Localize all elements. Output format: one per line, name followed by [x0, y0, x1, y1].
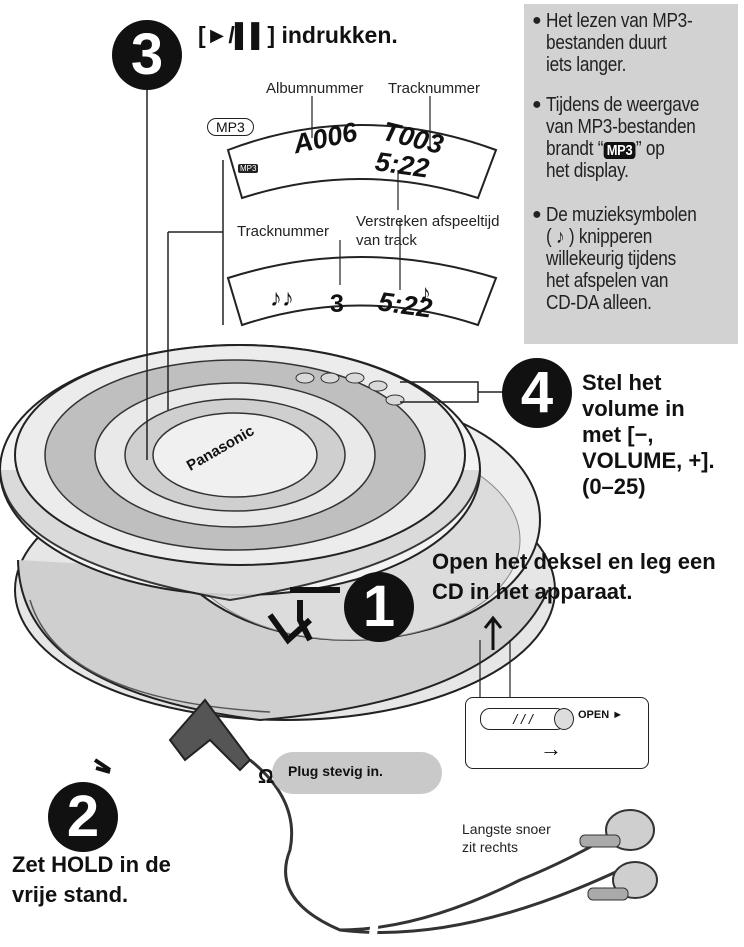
note-1-line-1: Het lezen van MP3- — [546, 10, 693, 32]
step-4-line-4: VOLUME, +]. — [582, 448, 715, 473]
step-3-instruction: [►/▌▌] indrukken. — [198, 22, 398, 48]
cord-label-line-2: zit rechts — [462, 839, 519, 855]
step-1-line-1: Open het deksel en leg een — [432, 549, 716, 574]
step-2-line-1: Zet HOLD in de — [12, 852, 171, 877]
mp3-tag: MP3 — [207, 118, 254, 136]
cord-label-line-1: Langste snoer — [462, 821, 551, 837]
step-3-number: 3 — [130, 22, 164, 87]
step-1-instruction: Open het deksel en leg een CD in het app… — [432, 547, 716, 607]
note-1-line-3: iets langer. — [546, 54, 627, 76]
cord-label: Langste snoer zit rechts — [462, 820, 551, 856]
step-4-line-2: volume in — [582, 396, 685, 421]
step-1-number: 1 — [362, 574, 396, 639]
headphone-icon: Ω — [258, 766, 275, 788]
step-4-badge: 4 — [502, 358, 572, 428]
step-4-line-5: (0–25) — [582, 474, 646, 499]
bullet-icon: ● — [532, 206, 542, 223]
label-tracknummer-1: Tracknummer — [388, 80, 480, 97]
notes-box: ● Het lezen van MP3- bestanden duurt iet… — [524, 4, 738, 344]
arrow-right-icon: → — [540, 736, 562, 761]
music-notes-icon: ♪♪ — [270, 285, 294, 312]
bullet-icon: ● — [532, 12, 542, 29]
step-4-line-1: Stel het — [582, 370, 662, 395]
music-note-icon: ♪ — [420, 280, 431, 305]
note-3-line-2: ( ♪ ) knipperen — [546, 226, 653, 248]
label-elapsed-line1: Verstreken afspeeltijd — [356, 213, 500, 230]
step-1-line-2: CD in het apparaat. — [432, 579, 633, 604]
note-1-line-2: bestanden duurt — [546, 32, 667, 54]
open-switch-panel: / / / OPEN ► → — [465, 697, 649, 769]
note-item-1: ● Het lezen van MP3- bestanden duurt iet… — [532, 10, 734, 76]
note-2-line-2: van MP3-bestanden — [546, 116, 696, 138]
step-4-line-3: met [−, — [582, 422, 654, 447]
note-item-3: ● De muzieksymbolen ( ♪ ) knipperen will… — [532, 204, 734, 314]
note-2-line-3a: brandt “ — [546, 138, 604, 160]
track-value-2: 3 — [330, 290, 344, 318]
mp3-badge: MP3 — [603, 142, 636, 159]
step-4-instruction: Stel het volume in met [−, VOLUME, +]. (… — [582, 370, 715, 500]
note-3-line-3: willekeurig tijdens — [546, 248, 676, 270]
label-albumnummer: Albumnummer — [266, 80, 364, 97]
open-label: OPEN ► — [578, 709, 624, 721]
step-2-badge: 2 — [48, 782, 118, 852]
note-3-line-1: De muzieksymbolen — [546, 204, 697, 226]
step-1-badge: 1 — [344, 572, 414, 642]
note-3-line-4: het afspelen van — [546, 270, 669, 292]
switch-knob — [554, 708, 574, 730]
step-2-instruction: Zet HOLD in de vrije stand. — [12, 850, 171, 910]
bullet-icon: ● — [532, 96, 542, 113]
step-2-line-2: vrije stand. — [12, 882, 129, 907]
step-3-badge: 3 — [112, 20, 182, 90]
plug-callout: Plug stevig in. — [272, 752, 442, 794]
mp3-tag-text: MP3 — [216, 119, 245, 135]
plug-label: Plug stevig in. — [288, 763, 383, 779]
label-elapsed-line2: van track — [356, 232, 417, 249]
label-tracknummer-2: Tracknummer — [237, 223, 329, 240]
note-3-line-5: CD-DA alleen. — [546, 292, 652, 314]
mp3-mini-badge: MP3 — [238, 164, 259, 173]
step-2-number: 2 — [66, 784, 100, 849]
mp3-mini-badge-text: MP3 — [240, 164, 257, 173]
note-item-2: ● Tijdens de weergave van MP3-bestanden … — [532, 94, 734, 182]
note-2-line-1: Tijdens de weergave — [546, 94, 700, 116]
step-4-number: 4 — [520, 360, 554, 425]
note-2-line-4: het display. — [546, 160, 629, 182]
note-2-line-3b: ” op — [635, 138, 665, 160]
